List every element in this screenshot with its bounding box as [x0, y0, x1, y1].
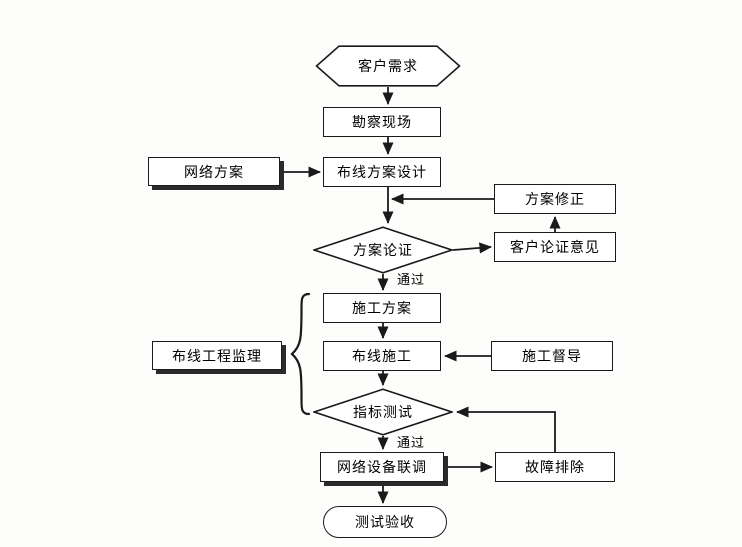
node-plan-review[interactable]: 方案论证 [313, 226, 453, 274]
edge-label-pass-plan-review: 通过 [397, 273, 426, 288]
node-network-device-debug[interactable]: 网络设备联调 [320, 452, 444, 482]
node-plan-review-label: 方案论证 [353, 243, 413, 259]
node-construction-plan[interactable]: 施工方案 [323, 293, 441, 323]
node-construction-plan-label: 施工方案 [352, 301, 412, 317]
node-troubleshooting-label: 故障排除 [525, 460, 585, 476]
supervision-scope-brace [288, 292, 312, 416]
node-network-plan[interactable]: 网络方案 [148, 157, 280, 186]
node-test-acceptance-label: 测试验收 [355, 515, 415, 531]
node-network-plan-label: 网络方案 [184, 164, 244, 181]
node-construction-supervision[interactable]: 施工督导 [491, 341, 613, 371]
node-customer-requirement[interactable]: 客户需求 [315, 45, 461, 87]
node-cabling-supervision[interactable]: 布线工程监理 [152, 341, 282, 370]
node-cabling-construction-label: 布线施工 [352, 349, 412, 365]
node-troubleshooting[interactable]: 故障排除 [495, 452, 615, 482]
edge-label-pass-metrics-test: 通过 [397, 436, 426, 451]
node-cabling-supervision-label: 布线工程监理 [172, 348, 262, 365]
node-plan-revision[interactable]: 方案修正 [494, 184, 616, 214]
node-metrics-test[interactable]: 指标测试 [313, 388, 453, 436]
node-plan-revision-label: 方案修正 [525, 192, 585, 208]
edge-troubleshooting-to-metrics-test [455, 406, 556, 452]
node-test-acceptance[interactable]: 测试验收 [323, 506, 447, 538]
node-network-device-debug-label: 网络设备联调 [337, 460, 427, 476]
node-cabling-construction[interactable]: 布线施工 [323, 341, 441, 371]
edge-plan-review-to-customer-review-comments [452, 242, 493, 254]
node-customer-review-comments[interactable]: 客户论证意见 [494, 232, 616, 262]
node-customer-requirement-label: 客户需求 [358, 59, 418, 75]
node-cabling-plan-design-label: 布线方案设计 [337, 165, 427, 181]
node-site-survey-label: 勘察现场 [352, 115, 412, 131]
node-construction-supervision-label: 施工督导 [522, 349, 582, 365]
node-customer-review-comments-label: 客户论证意见 [510, 240, 600, 256]
node-site-survey[interactable]: 勘察现场 [323, 107, 441, 137]
node-metrics-test-label: 指标测试 [353, 405, 413, 421]
node-cabling-plan-design[interactable]: 布线方案设计 [323, 157, 441, 187]
